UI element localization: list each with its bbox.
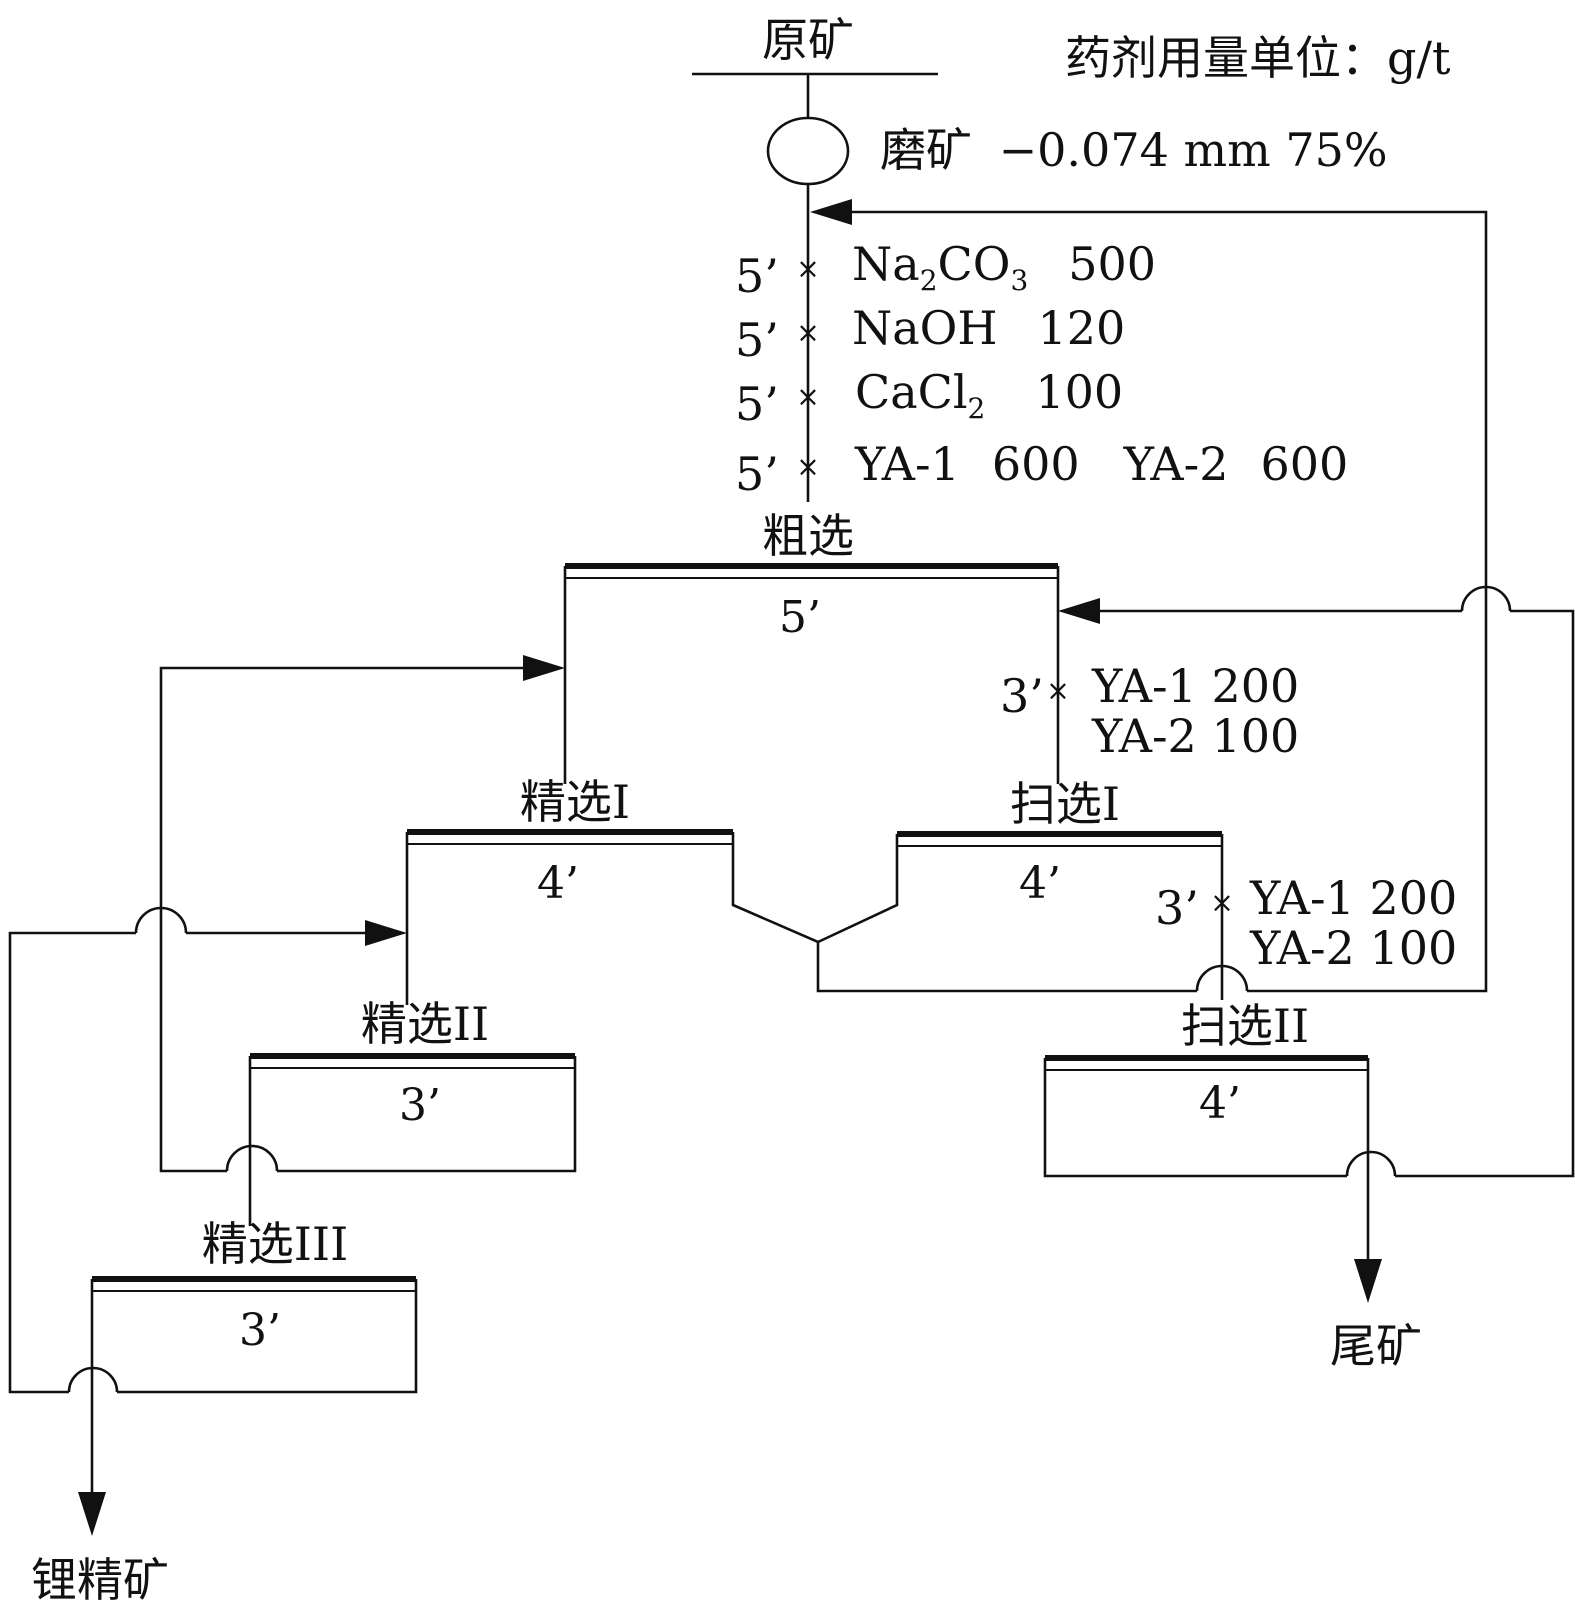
recycle-to-grinding-line [838, 210, 1488, 993]
svg-text:YA-2 100: YA-2 100 [1249, 921, 1457, 975]
arrow-to-grinding-icon [810, 199, 852, 225]
svg-text:×: × [796, 450, 819, 483]
concentrate-arrow-icon [78, 1492, 106, 1536]
rougher-label: 粗选 [762, 509, 854, 563]
svg-text:×: × [1210, 886, 1233, 919]
cleaner3-label: 精选III [202, 1217, 349, 1271]
svg-text:3’: 3’ [1000, 669, 1044, 723]
svg-text:×: × [1046, 674, 1069, 707]
svg-text:5’: 5’ [735, 313, 779, 367]
grinding-mill-icon [766, 116, 850, 186]
svg-text:×: × [796, 380, 819, 413]
concentrate-label: 锂精矿 [31, 1553, 169, 1607]
dosage-unit-label: 药剂用量单位：g/t [1065, 31, 1451, 85]
cleaner3-recycle-line [8, 931, 136, 1394]
rougher-time: 5’ [779, 592, 821, 643]
scavenger2-time: 4’ [1199, 1078, 1241, 1129]
scavenger2-reagents: 3’ × YA-1 200 YA-2 100 [1155, 871, 1457, 975]
hop-over [1195, 964, 1249, 992]
arrow-to-cleaner1-icon [365, 920, 407, 946]
scavenger1-time: 4’ [1019, 858, 1061, 909]
grinding-label: 磨矿 −0.074 mm 75% [880, 123, 1388, 177]
svg-text:3’: 3’ [1155, 881, 1199, 935]
arrow-to-scavenger1-icon [1058, 598, 1100, 624]
svg-text:×: × [796, 252, 819, 285]
cleaner1-time: 4’ [537, 858, 579, 909]
svg-text:×: × [796, 316, 819, 349]
arrow-to-rougher-icon [523, 655, 565, 681]
scavenger1-label: 扫选I [1010, 777, 1120, 831]
svg-text:5’: 5’ [735, 447, 779, 501]
grinding-spec: −0.074 mm 75% [999, 123, 1388, 177]
cleaner2-label: 精选II [361, 997, 489, 1051]
svg-text:5’: 5’ [735, 249, 779, 303]
cleaner2-recycle-line [159, 666, 537, 1173]
cleaner3-time: 3’ [239, 1305, 281, 1356]
middlings-merge-lines [731, 832, 899, 944]
scavenger2-label: 扫选II [1181, 999, 1309, 1053]
scavenger2-recycle-line [1395, 609, 1575, 1178]
svg-text:5’: 5’ [735, 377, 779, 431]
cleaner1-label: 精选I [520, 775, 630, 829]
raw-ore-label: 原矿 [762, 13, 854, 67]
grinding-name: 磨矿 [880, 123, 972, 177]
svg-text:YA-1 200: YA-1 200 [1091, 659, 1299, 713]
cleaner3-tailings-line [117, 1279, 418, 1394]
scavenger2-concentrate-line [1043, 1058, 1347, 1178]
tailings-label: 尾矿 [1330, 1319, 1422, 1373]
cleaner2-time: 3’ [399, 1080, 441, 1131]
cleaner2-tailings-line [277, 1056, 577, 1173]
tailings-arrow-icon [1354, 1259, 1382, 1303]
svg-text:YA-1 200: YA-1 200 [1249, 871, 1457, 925]
scavenger1-reagents: 3’ × YA-1 200 YA-2 100 [1000, 659, 1299, 763]
svg-text:YA-2 100: YA-2 100 [1091, 709, 1299, 763]
